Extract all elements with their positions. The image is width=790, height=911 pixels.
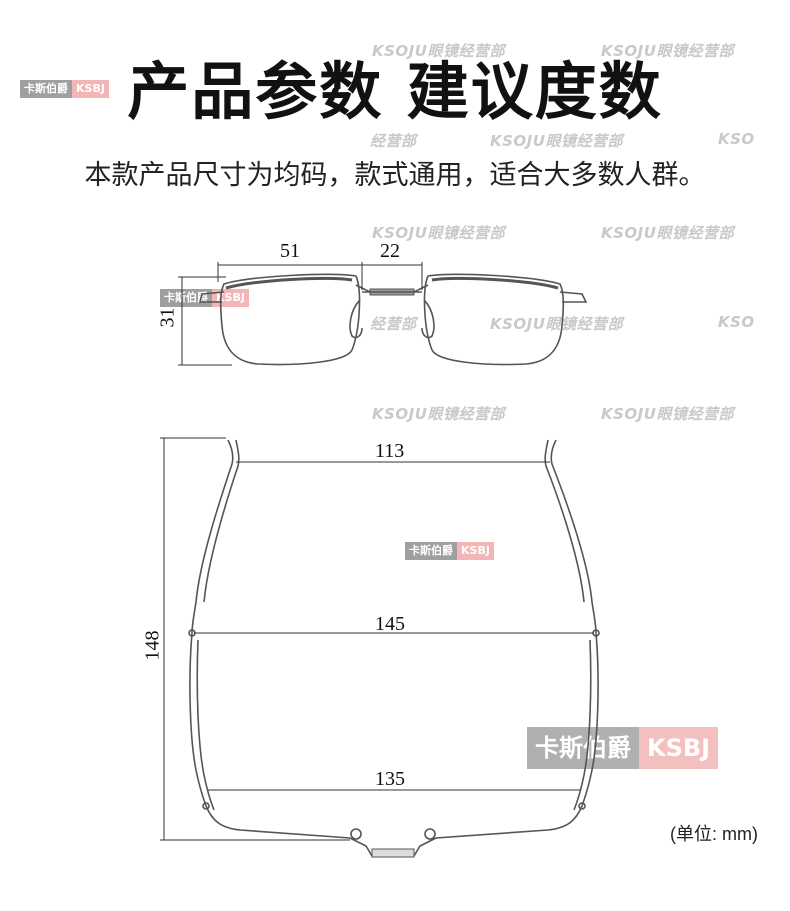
brand-badge-en: KSBJ <box>72 80 109 98</box>
watermark: KSOJU眼镜经营部 <box>372 405 505 423</box>
brand-badge-en: KSBJ <box>639 727 719 769</box>
watermark: KSO <box>718 130 755 148</box>
top-view-glasses <box>188 439 600 858</box>
watermark: KSOJU眼镜经营部 <box>490 315 623 333</box>
front-view-glasses <box>198 273 588 366</box>
brand-badge-cn: 卡斯伯爵 <box>405 542 457 560</box>
nose-pad-right <box>421 299 435 339</box>
page-title: 产品参数 建议度数 <box>127 55 663 128</box>
right-lens <box>423 273 565 366</box>
watermark: KSOJU眼镜经营部 <box>601 42 734 60</box>
nose-pad-left <box>349 299 363 339</box>
unit-label: (单位: mm) <box>670 824 758 844</box>
nose-pad-left <box>350 828 362 840</box>
brand-badge: 卡斯伯爵 KSBJ <box>405 542 494 560</box>
brand-badge: 卡斯伯爵 KSBJ <box>20 80 109 98</box>
top-view-dimensions <box>160 437 594 841</box>
nose-pad-right <box>424 828 436 840</box>
dimension-lens-height: 31 <box>156 307 179 328</box>
left-temple <box>191 439 234 634</box>
watermark: KSOJU眼镜经营部 <box>372 42 505 60</box>
page-subtitle: 本款产品尺寸为均码，款式通用，适合大多数人群。 <box>84 160 706 191</box>
left-lens <box>219 273 361 366</box>
front-view-dimensions <box>178 262 423 366</box>
brand-badge-cn: 卡斯伯爵 <box>20 80 72 98</box>
watermark: KSOJU眼镜经营部 <box>490 132 623 150</box>
brand-badge-large: 卡斯伯爵 KSBJ <box>527 727 719 769</box>
watermark: KSOJU眼镜经营部 <box>601 224 734 242</box>
dimension-lens-width: 51 <box>280 240 300 262</box>
brand-badge-cn: 卡斯伯爵 <box>160 289 212 307</box>
dimension-temple-span: 113 <box>375 440 405 462</box>
watermark: 经营部 <box>370 315 417 333</box>
dimension-bridge-width: 22 <box>380 240 400 262</box>
dimension-frame-width: 145 <box>375 613 405 635</box>
right-temple <box>550 439 597 634</box>
watermark: KSOJU眼镜经营部 <box>372 224 505 242</box>
dimension-front-width: 135 <box>375 768 405 790</box>
watermark: KSO <box>718 313 755 331</box>
watermark: 经营部 <box>370 132 417 150</box>
brand-badge-cn: 卡斯伯爵 <box>527 727 639 769</box>
watermark: KSOJU眼镜经营部 <box>601 405 734 423</box>
dimension-temple-length: 148 <box>141 630 164 661</box>
brand-badge-en: KSBJ <box>457 542 494 560</box>
